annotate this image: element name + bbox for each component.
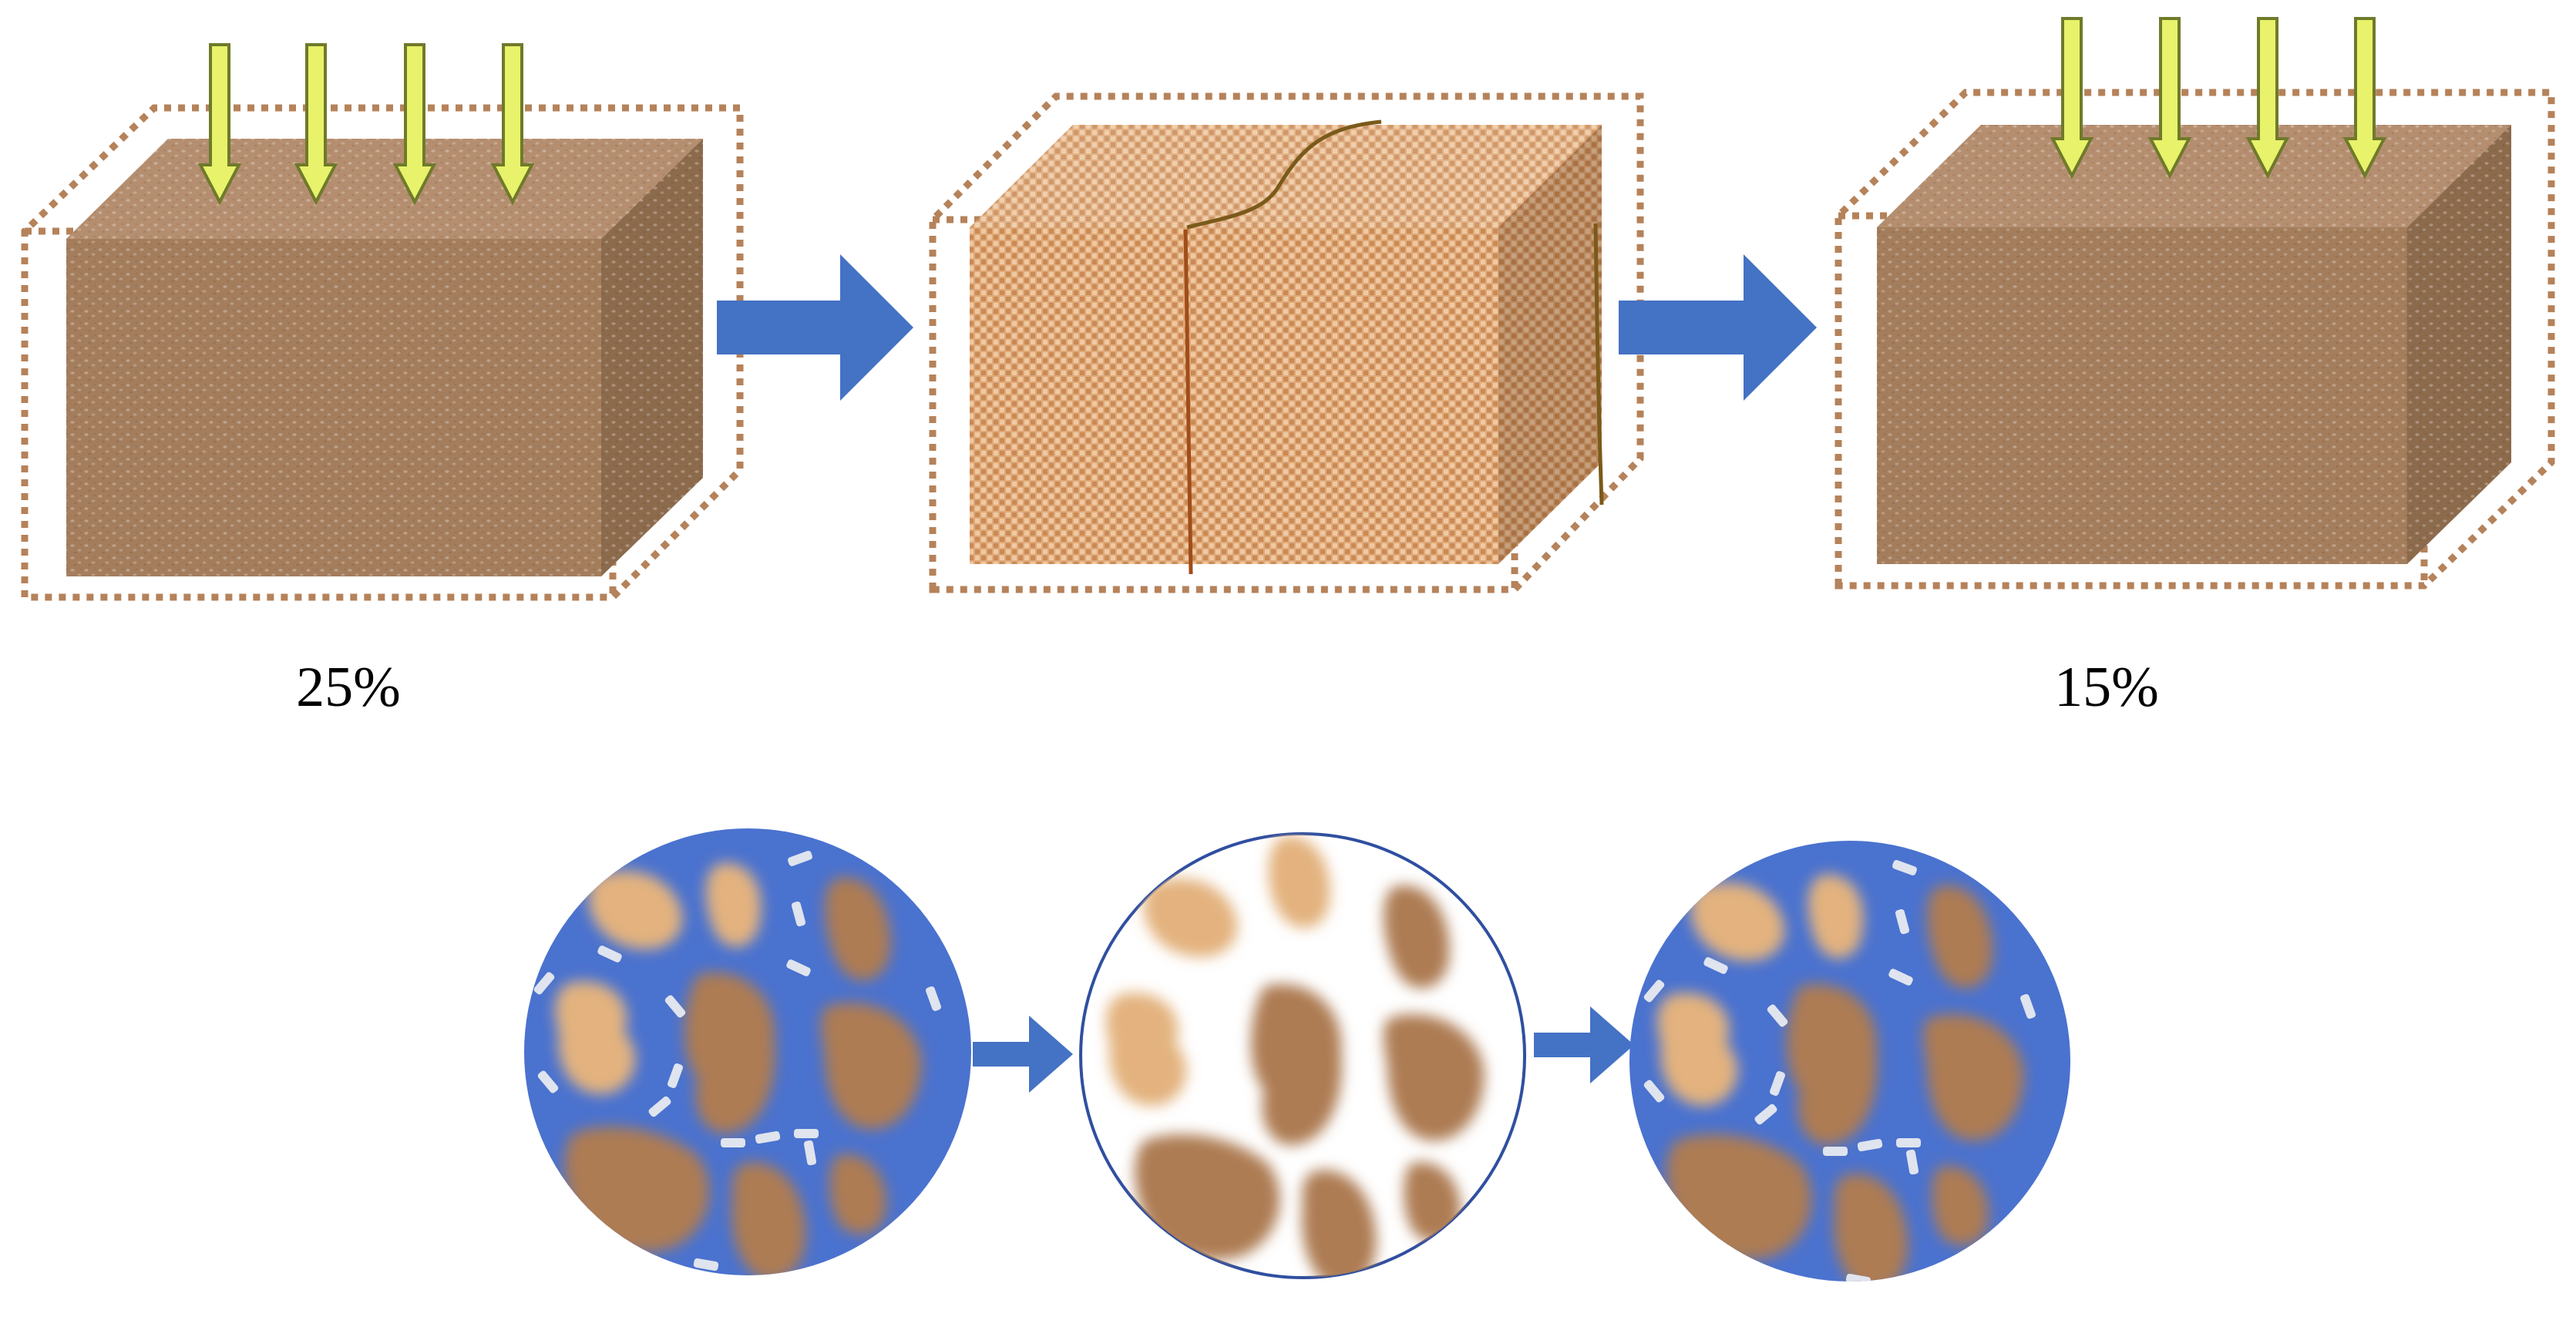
down-arrow-icon — [490, 43, 535, 206]
down-arrow-icon — [392, 43, 437, 206]
microstructure-wet — [524, 828, 971, 1275]
down-arrow-icon — [2245, 17, 2290, 180]
dotted-outline-2 — [929, 92, 1644, 593]
down-arrow-icon — [2147, 17, 2192, 180]
down-arrow-icon — [2050, 17, 2094, 180]
crack-front — [1183, 229, 1193, 575]
dotted-outline-3 — [1834, 89, 2555, 590]
right-arrow-icon — [717, 254, 913, 401]
block-side-2 — [1498, 125, 1602, 564]
down-arrow-icon — [197, 43, 242, 206]
right-arrow-icon — [973, 1016, 1073, 1093]
soil-block-wet — [21, 43, 744, 601]
right-arrow-icon — [1534, 1006, 1634, 1083]
soil-block-dried — [929, 92, 1644, 593]
load-arrows-left — [197, 43, 535, 206]
soil-block-rewetted — [1834, 17, 2555, 590]
moisture-label-right: 15% — [2054, 656, 2159, 719]
crack-side — [1593, 223, 1604, 506]
down-arrow-icon — [2342, 17, 2387, 180]
right-arrow-icon — [1619, 254, 1817, 401]
load-arrows-right — [2050, 17, 2387, 180]
moisture-label-left: 25% — [296, 656, 401, 719]
down-arrow-icon — [294, 43, 338, 206]
microstructure-dried — [1079, 832, 1526, 1279]
crack-top — [1186, 119, 1382, 230]
microstructure-rewetted — [1629, 841, 2070, 1282]
block-front-2 — [970, 227, 1498, 564]
